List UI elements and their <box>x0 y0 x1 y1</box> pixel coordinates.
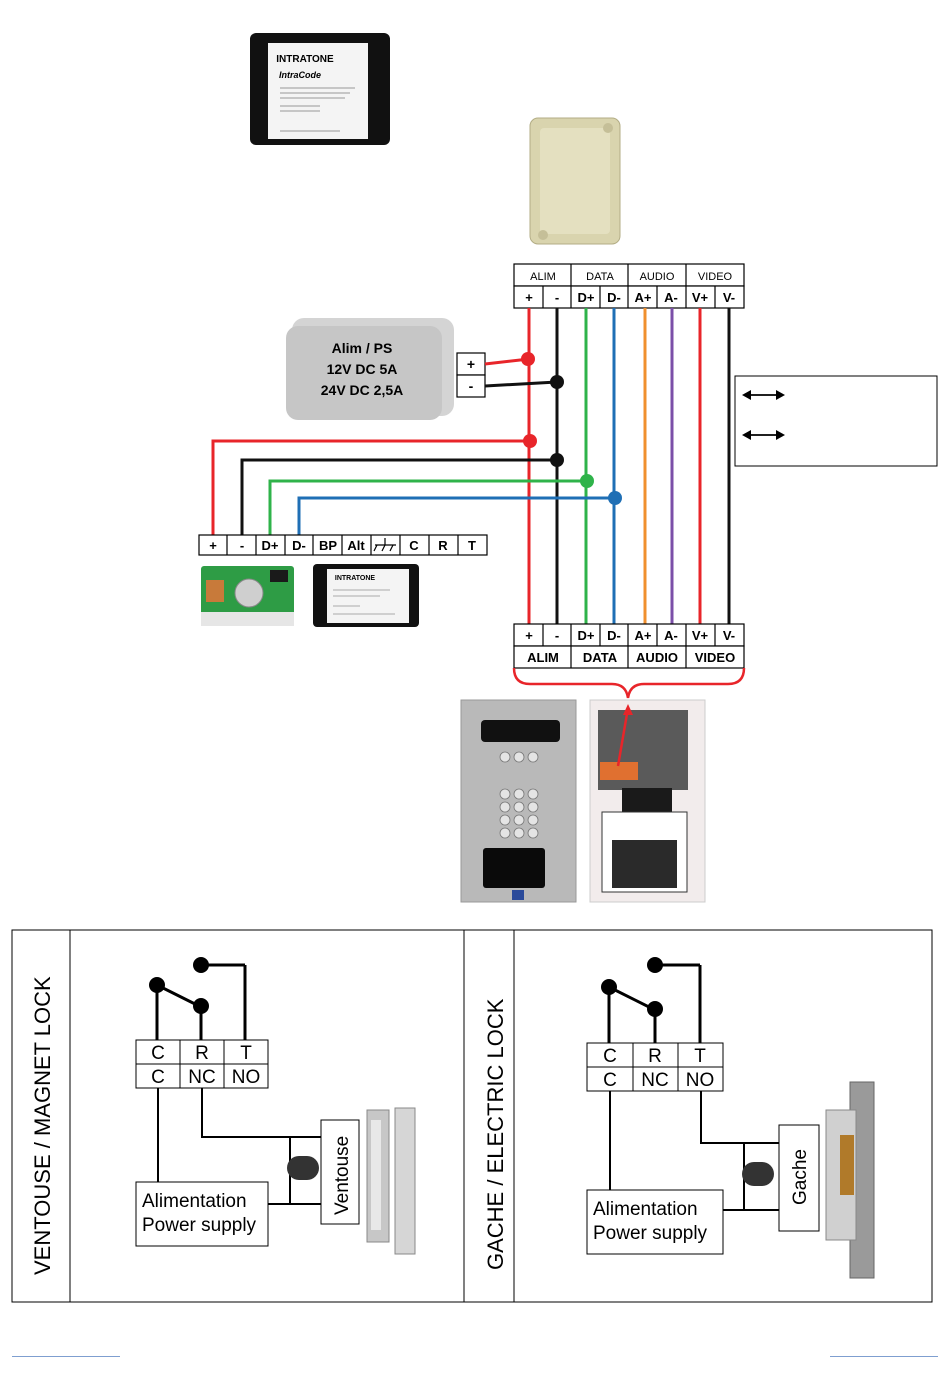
intracode-module-small: INTRATONE <box>313 564 419 627</box>
left-terminal: R <box>438 538 448 553</box>
relay-top-label: C <box>151 1043 165 1064</box>
top-terminal: D+ <box>578 290 595 305</box>
ground-icon <box>373 538 396 552</box>
gache-label: Gache <box>790 1149 811 1205</box>
bottom-terminal: A+ <box>635 628 652 643</box>
ps-plus-terminal: + <box>467 356 475 372</box>
door-panel-back <box>589 699 706 903</box>
left-terminal: T <box>468 538 476 553</box>
bottom-group-label: DATA <box>583 650 618 665</box>
footer-rule-left <box>12 1356 120 1357</box>
power-supply-box: Alim / PS 12V DC 5A 24V DC 2,5A + - <box>286 318 486 420</box>
psu-label-line2: Power supply <box>593 1223 708 1244</box>
left-terminal: + <box>209 538 217 553</box>
top-group-label: ALIM <box>530 271 556 283</box>
top-terminal: A- <box>664 290 678 305</box>
relay-bottom-label: NC <box>641 1070 668 1091</box>
left-terminal: C <box>409 538 419 553</box>
relay-bottom-label: C <box>151 1067 165 1088</box>
double-arrow-icon <box>742 430 785 440</box>
top-group-label: VIDEO <box>698 271 733 283</box>
left-terminal: BP <box>319 538 337 553</box>
ps-minus-terminal: - <box>469 378 474 394</box>
bottom-terminal: - <box>555 628 559 643</box>
bottom-terminal: D- <box>607 628 621 643</box>
left-terminal: D+ <box>262 538 279 553</box>
group-brace <box>512 667 746 699</box>
module-brand: INTRATONE <box>335 575 376 582</box>
magnet-lock-side-label: VENTOUSE / MAGNET LOCK <box>30 976 55 1275</box>
intracode-brand: INTRATONE <box>276 54 334 65</box>
varistor-icon <box>742 1162 774 1186</box>
varistor-icon <box>287 1156 319 1180</box>
electric-lock-side-label: GACHE / ELECTRIC LOCK <box>483 998 508 1270</box>
bus-wires <box>211 308 731 624</box>
magnet-lock-panel: C R T C NC NO Alimentation Power supply … <box>135 957 416 1255</box>
bottom-terminal: V+ <box>692 628 709 643</box>
bottom-terminal: A- <box>664 628 678 643</box>
psu-label-line1: Alimentation <box>142 1191 247 1212</box>
bottom-terminal: D+ <box>578 628 595 643</box>
top-group-label: AUDIO <box>640 271 675 283</box>
bottom-group-label: VIDEO <box>695 650 735 665</box>
ps-label-line2: 12V DC 5A <box>327 361 398 377</box>
relay-top-label: T <box>240 1043 252 1064</box>
top-terminal: + <box>525 290 533 305</box>
footer-rule-right <box>830 1356 938 1357</box>
bottom-group-label: AUDIO <box>636 650 678 665</box>
psu-label-line1: Alimentation <box>593 1199 698 1220</box>
left-terminal: - <box>240 538 244 553</box>
door-panel <box>460 699 577 903</box>
legend-box <box>734 375 938 467</box>
top-terminal: - <box>555 290 559 305</box>
top-terminal-block: ALIM DATA AUDIO VIDEO + - D+ D- A+ A- V+… <box>513 263 745 309</box>
relay-bottom-label: C <box>603 1070 617 1091</box>
bottom-terminal: V- <box>723 628 735 643</box>
beige-module <box>529 117 621 245</box>
electric-strike-image <box>825 1081 875 1279</box>
psu-label-line2: Power supply <box>142 1215 257 1236</box>
top-terminal: V+ <box>692 290 709 305</box>
ps-label-line3: 24V DC 2,5A <box>321 382 403 398</box>
intracode-device-top: INTRATONE IntraCode <box>250 33 390 145</box>
relay-bottom-label: NO <box>232 1067 261 1088</box>
junction-dots <box>521 352 622 505</box>
left-terminal: D- <box>292 538 306 553</box>
wiring-diagram: INTRATONE IntraCode Alim / PS 12V DC 5A … <box>198 33 938 903</box>
relay-bottom-label: NC <box>188 1067 215 1088</box>
pcb-board <box>201 566 294 626</box>
lock-wiring-table: VENTOUSE / MAGNET LOCK GACHE / ELECTRIC … <box>11 929 933 1303</box>
relay-top-label: C <box>603 1046 617 1067</box>
relay-bottom-label: NO <box>686 1070 715 1091</box>
bottom-terminal: + <box>525 628 533 643</box>
relay-top-label: R <box>195 1043 209 1064</box>
top-terminal: A+ <box>635 290 652 305</box>
bottom-terminal-block: + - D+ D- A+ A- V+ V- ALIM DATA AUDIO VI… <box>513 623 745 669</box>
top-group-label: DATA <box>586 271 614 283</box>
ventouse-label: Ventouse <box>332 1136 353 1215</box>
magnet-lock-image <box>366 1107 416 1255</box>
bottom-group-label: ALIM <box>527 650 559 665</box>
electric-lock-panel: C R T C NC NO Alimentation Power supply … <box>586 957 875 1279</box>
relay-top-label: T <box>694 1046 706 1067</box>
ps-label-line1: Alim / PS <box>332 340 393 356</box>
top-terminal: V- <box>723 290 735 305</box>
left-terminal-block: + - D+ D- BP Alt C R T <box>198 534 488 556</box>
relay-top-label: R <box>648 1046 662 1067</box>
top-terminal: D- <box>607 290 621 305</box>
intracode-model: IntraCode <box>279 70 321 80</box>
left-terminal: Alt <box>347 538 365 553</box>
double-arrow-icon <box>742 390 785 400</box>
